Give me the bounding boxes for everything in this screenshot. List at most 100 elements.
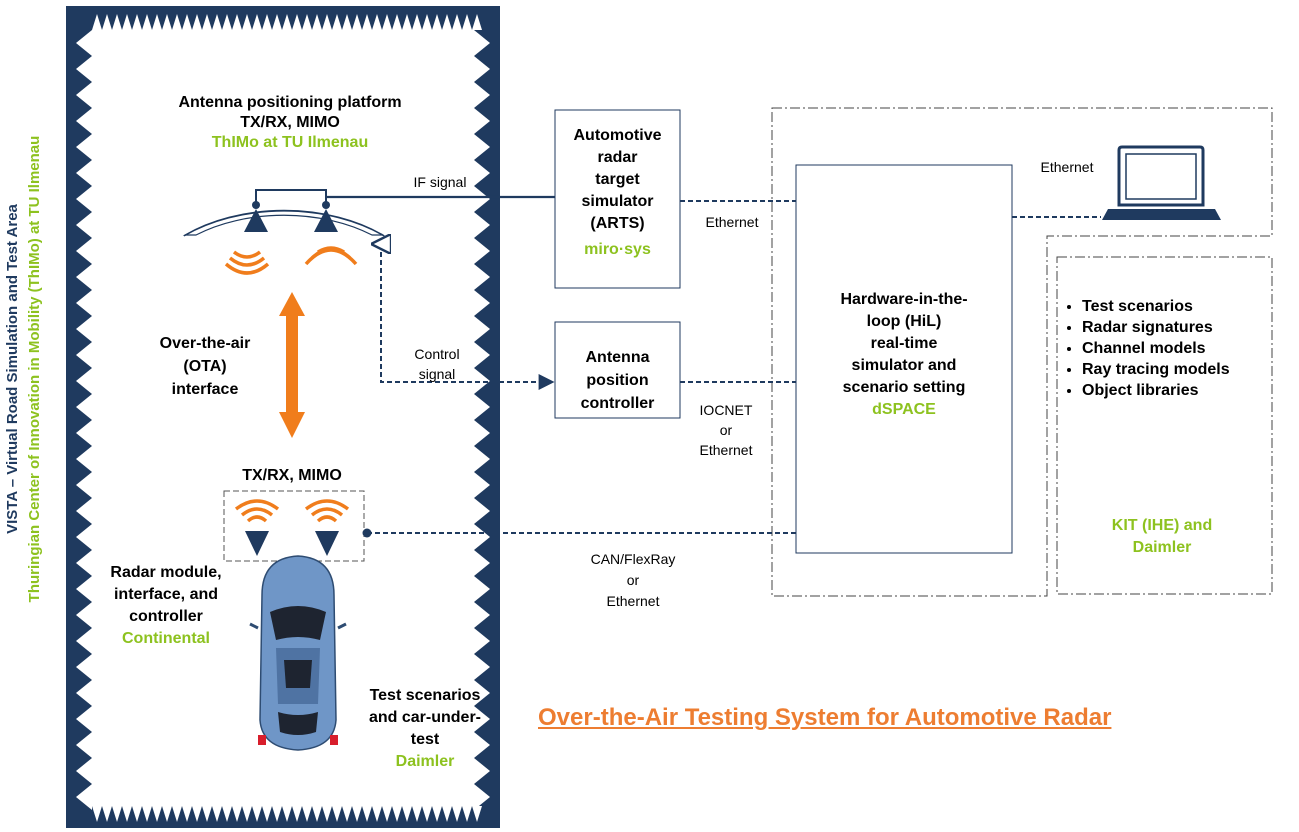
absorber-tooth [76,472,92,498]
label-can-1: CAN/FlexRay [590,551,676,567]
absorber-tooth [152,14,162,30]
absorber-tooth [76,602,92,628]
apc-line1: Antenna [585,349,650,366]
absorber-tooth [76,186,92,212]
absorber-tooth [212,14,222,30]
label-iocnet-3: Ethernet [699,442,753,458]
car-test-line2: and car-under- [368,709,481,726]
absorber-tooth [474,498,490,524]
radio-wave-icon [304,246,358,266]
absorber-tooth [312,14,322,30]
antenna-icon [315,531,339,556]
absorber-tooth [142,14,152,30]
apc-line3: controller [580,395,655,412]
absorber-tooth [372,806,382,822]
absorber-tooth [292,14,302,30]
absorber-tooth [412,806,422,822]
radar-module-line3: controller [129,608,203,625]
absorber-tooth [474,654,490,680]
side-title-line1: VISTA – Virtual Road Simulation and Test… [4,204,21,534]
absorber-tooth [102,806,112,822]
resource-item: Radar signatures [1082,317,1267,338]
absorber-tooth [462,14,472,30]
laptop-icon [1102,145,1221,220]
absorber-tooth [102,14,112,30]
absorber-tooth [132,806,142,822]
absorber-tooth [352,806,362,822]
absorber-tooth [474,628,490,654]
absorber-tooth [474,784,490,810]
ota-line2: (OTA) [183,358,227,375]
absorber-tooth [182,806,192,822]
label-can-3: Ethernet [606,593,660,609]
absorber-tooth [402,14,412,30]
absorber-tooth [242,806,252,822]
absorber-tooth [362,806,372,822]
absorber-tooth [232,806,242,822]
absorber-tooth [76,498,92,524]
absorber-tooth [332,14,342,30]
label-ethernet-laptop: Ethernet [1040,159,1094,175]
absorber-tooth [192,806,202,822]
absorber-tooth [362,14,372,30]
absorber-tooth [76,680,92,706]
absorber-tooth [202,806,212,822]
absorber-tooth [122,14,132,30]
hil-group-outline [771,107,1273,597]
resource-item: Test scenarios [1082,296,1267,317]
absorber-tooth [474,602,490,628]
arts-line4: simulator [581,193,654,210]
absorber-tooth [474,82,490,108]
absorber-tooth [474,108,490,134]
absorber-tooth [92,14,102,30]
absorber-tooth [292,806,302,822]
absorber-tooth [272,806,282,822]
absorber-tooth [462,806,472,822]
absorber-tooth [302,14,312,30]
platform-owner: ThIMo at TU Ilmenau [211,134,369,151]
absorber-tooth [142,806,152,822]
absorber-tooth [92,806,102,822]
antenna-platform [182,189,386,275]
ota-line1: Over-the-air [159,335,251,352]
hil-line3: real-time [870,335,938,352]
hil-box [795,164,1013,554]
absorber-tooth [302,806,312,822]
absorber-tooth [182,14,192,30]
absorber-tooth [474,732,490,758]
label-control-2: signal [418,366,456,382]
hil-line2: loop (HiL) [866,313,942,330]
absorber-tooth [76,758,92,784]
absorber-tooth [76,212,92,238]
apc-line2: position [586,372,649,389]
absorber-tooth [322,14,332,30]
absorber-tooth [76,732,92,758]
absorber-tooth [474,394,490,420]
absorber-tooth [474,160,490,186]
absorber-tooth [474,30,490,56]
arts-line1: Automotive [573,127,662,144]
platform-title: Antenna positioning platform [178,94,402,111]
absorber-tooth [342,14,352,30]
resource-item: Ray tracing models [1082,359,1267,380]
resource-item: Object libraries [1082,380,1267,401]
resources-owner-1: KIT (IHE) and [1111,517,1213,534]
absorber-tooth [76,316,92,342]
absorber-tooth [474,472,490,498]
absorber-tooth [474,550,490,576]
absorber-tooth [132,14,142,30]
absorber-tooth [122,806,132,822]
antenna-icon [244,209,268,232]
absorber-tooth [232,14,242,30]
txrx-bottom: TX/RX, MIMO [242,467,342,484]
absorber-tooth [76,238,92,264]
absorber-tooth [222,14,232,30]
absorber-tooth [474,212,490,238]
label-iocnet-1: IOCNET [699,402,753,418]
absorber-tooth [402,806,412,822]
absorber-tooth [76,160,92,186]
absorber-tooth [382,806,392,822]
absorber-tooth [76,264,92,290]
absorber-tooth [474,186,490,212]
